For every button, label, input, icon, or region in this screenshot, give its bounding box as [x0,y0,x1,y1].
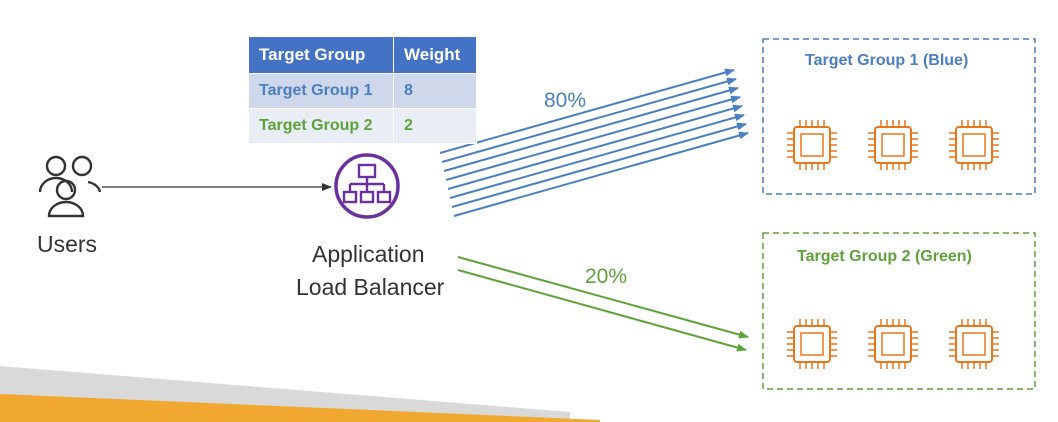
users-label: Users [37,231,98,257]
accent-bar-orange [0,394,600,422]
percent-green-label: 20% [585,265,628,288]
row-name: Target Group 2 [248,108,394,144]
target-group-1-title: Target Group 1 (Blue) [805,52,969,69]
row-weight: 2 [393,108,477,144]
ec2-instance-icon [786,318,838,370]
load-balancer-icon [334,153,400,219]
weight-table: Target Group Weight Target Group 1 8 Tar… [248,36,477,144]
table-row: Target Group 1 8 [248,73,477,109]
header-target-group: Target Group [248,36,394,74]
green-traffic-arrows [457,256,749,352]
ec2-instance-icon [948,318,1000,370]
users-icon [38,155,102,218]
ec2-instance-icon [948,119,1000,171]
row-weight: 8 [393,73,477,109]
row-name: Target Group 1 [248,73,394,109]
weight-table-header: Target Group Weight [248,36,477,74]
ec2-instance-icon [867,318,919,370]
target-group-2-box [762,232,1036,390]
alb-label-line1: Application [312,241,425,267]
header-weight: Weight [393,36,477,74]
percent-blue-label: 80% [544,89,587,112]
table-row: Target Group 2 2 [248,108,477,144]
target-group-1-box [762,38,1036,195]
blue-traffic-arrows [439,68,749,217]
alb-label-line2: Load Balancer [296,274,445,300]
target-group-2-title: Target Group 2 (Green) [797,248,972,265]
ec2-instance-icon [786,119,838,171]
ec2-instance-icon [867,119,919,171]
